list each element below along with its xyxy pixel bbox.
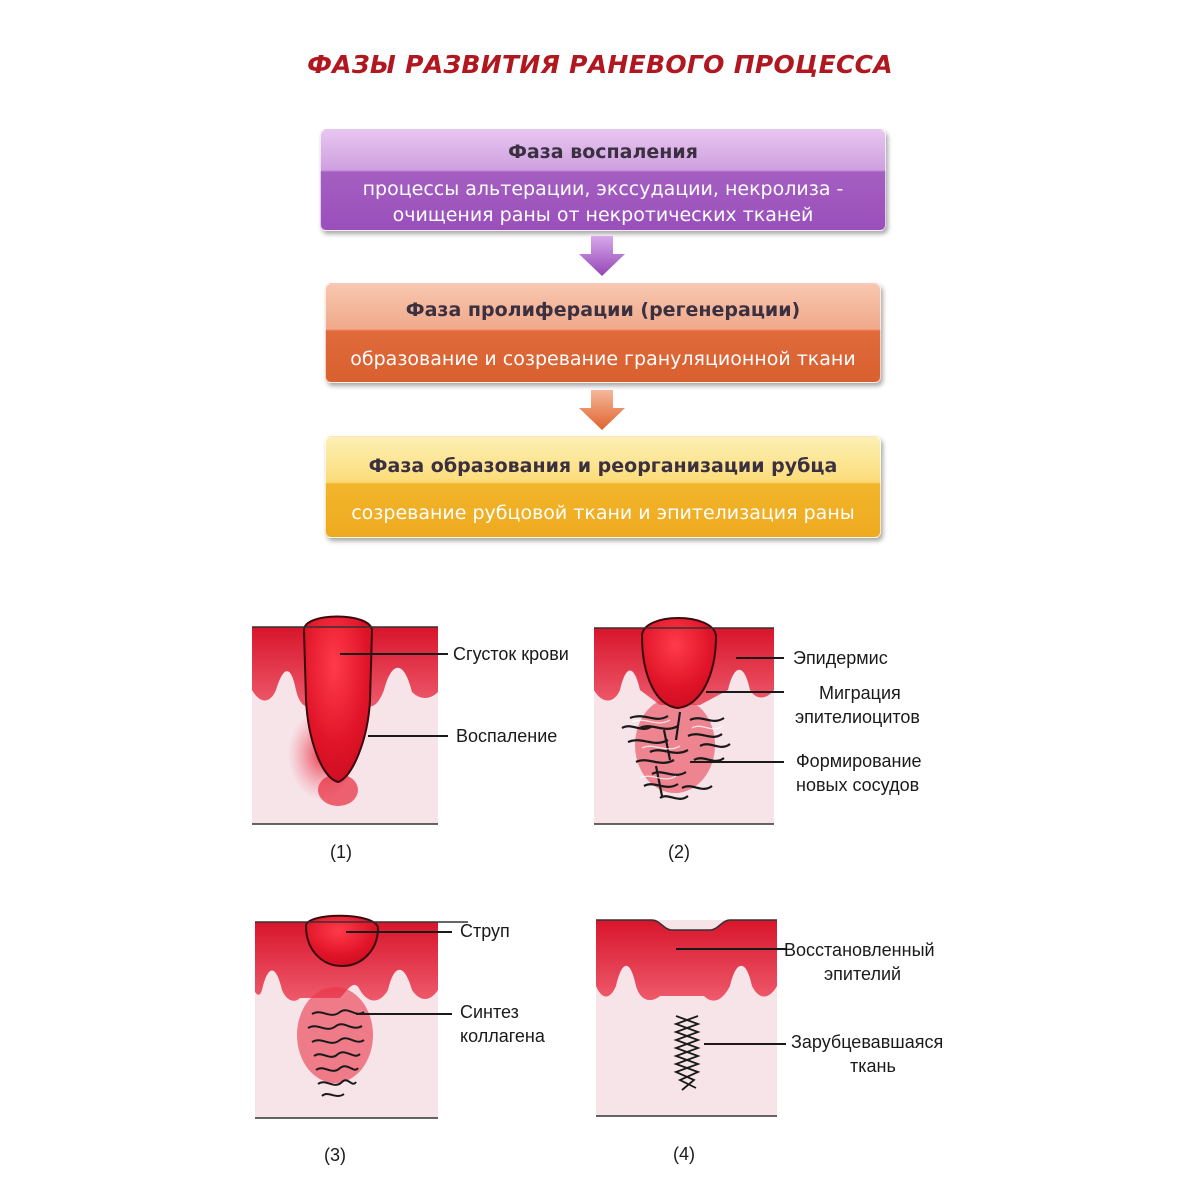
label-restored: Восстановленный bbox=[784, 940, 935, 960]
label-inflammation: Воспаление bbox=[456, 726, 558, 746]
phase-description-line: созревание рубцовой ткани и эпителизация… bbox=[351, 502, 855, 524]
label-epidermis: Эпидермис bbox=[793, 648, 888, 668]
phase-inflammation-box: Фаза воспаления процессы альтерации, экс… bbox=[320, 129, 886, 231]
label-blood-clot: Сгусток крови bbox=[453, 644, 569, 664]
label-scarred: Зарубцевавшаяся bbox=[791, 1032, 944, 1052]
phase-heading: Фаза пролиферации (регенерации) bbox=[405, 299, 801, 321]
stage-4-diagram bbox=[596, 919, 786, 1117]
stage-1-diagram bbox=[252, 615, 448, 825]
phase-description: образование и созревание грануляционной … bbox=[326, 336, 880, 382]
page-title: ФАЗЫ РАЗВИТИЯ РАНЕВОГО ПРОЦЕССА bbox=[307, 50, 893, 79]
phase-heading: Фаза воспаления bbox=[508, 141, 698, 163]
label-epitheliocytes: эпителиоцитов bbox=[795, 707, 920, 727]
phase-description: процессы альтерации, экссудации, некроли… bbox=[321, 174, 885, 230]
phase-description: созревание рубцовой ткани и эпителизация… bbox=[326, 495, 880, 537]
label-synthesis: Синтез bbox=[460, 1002, 519, 1022]
phase-proliferation-box: Фаза пролиферации (регенерации) образова… bbox=[325, 283, 881, 383]
stage-number: (1) bbox=[330, 842, 352, 862]
phase-description-line: процессы альтерации, экссудации, некроли… bbox=[362, 178, 844, 200]
label-tissue: ткань bbox=[850, 1056, 896, 1076]
phase-heading: Фаза образования и реорганизации рубца bbox=[368, 455, 838, 477]
label-formation: Формирование bbox=[796, 751, 922, 771]
down-arrow-icon bbox=[579, 236, 625, 276]
down-arrow-icon bbox=[579, 390, 625, 430]
label-new-vessels: новых сосудов bbox=[796, 775, 920, 795]
stage-2-diagram bbox=[594, 617, 784, 825]
stage-number: (4) bbox=[673, 1144, 695, 1164]
stage-3-diagram bbox=[255, 914, 468, 1119]
wound-healing-illustration bbox=[252, 615, 786, 1119]
label-scab: Струп bbox=[460, 921, 510, 941]
phase-description-line: образование и созревание грануляционной … bbox=[350, 348, 856, 370]
label-epithelium: эпителий bbox=[824, 964, 902, 984]
label-migration: Миграция bbox=[819, 683, 901, 703]
stage-number: (3) bbox=[324, 1145, 346, 1165]
label-collagen: коллагена bbox=[460, 1026, 545, 1046]
phase-scar-box: Фаза образования и реорганизации рубца с… bbox=[325, 436, 881, 538]
phase-description-line: очищения раны от некротических тканей bbox=[392, 204, 814, 226]
stage-number: (2) bbox=[668, 842, 690, 862]
